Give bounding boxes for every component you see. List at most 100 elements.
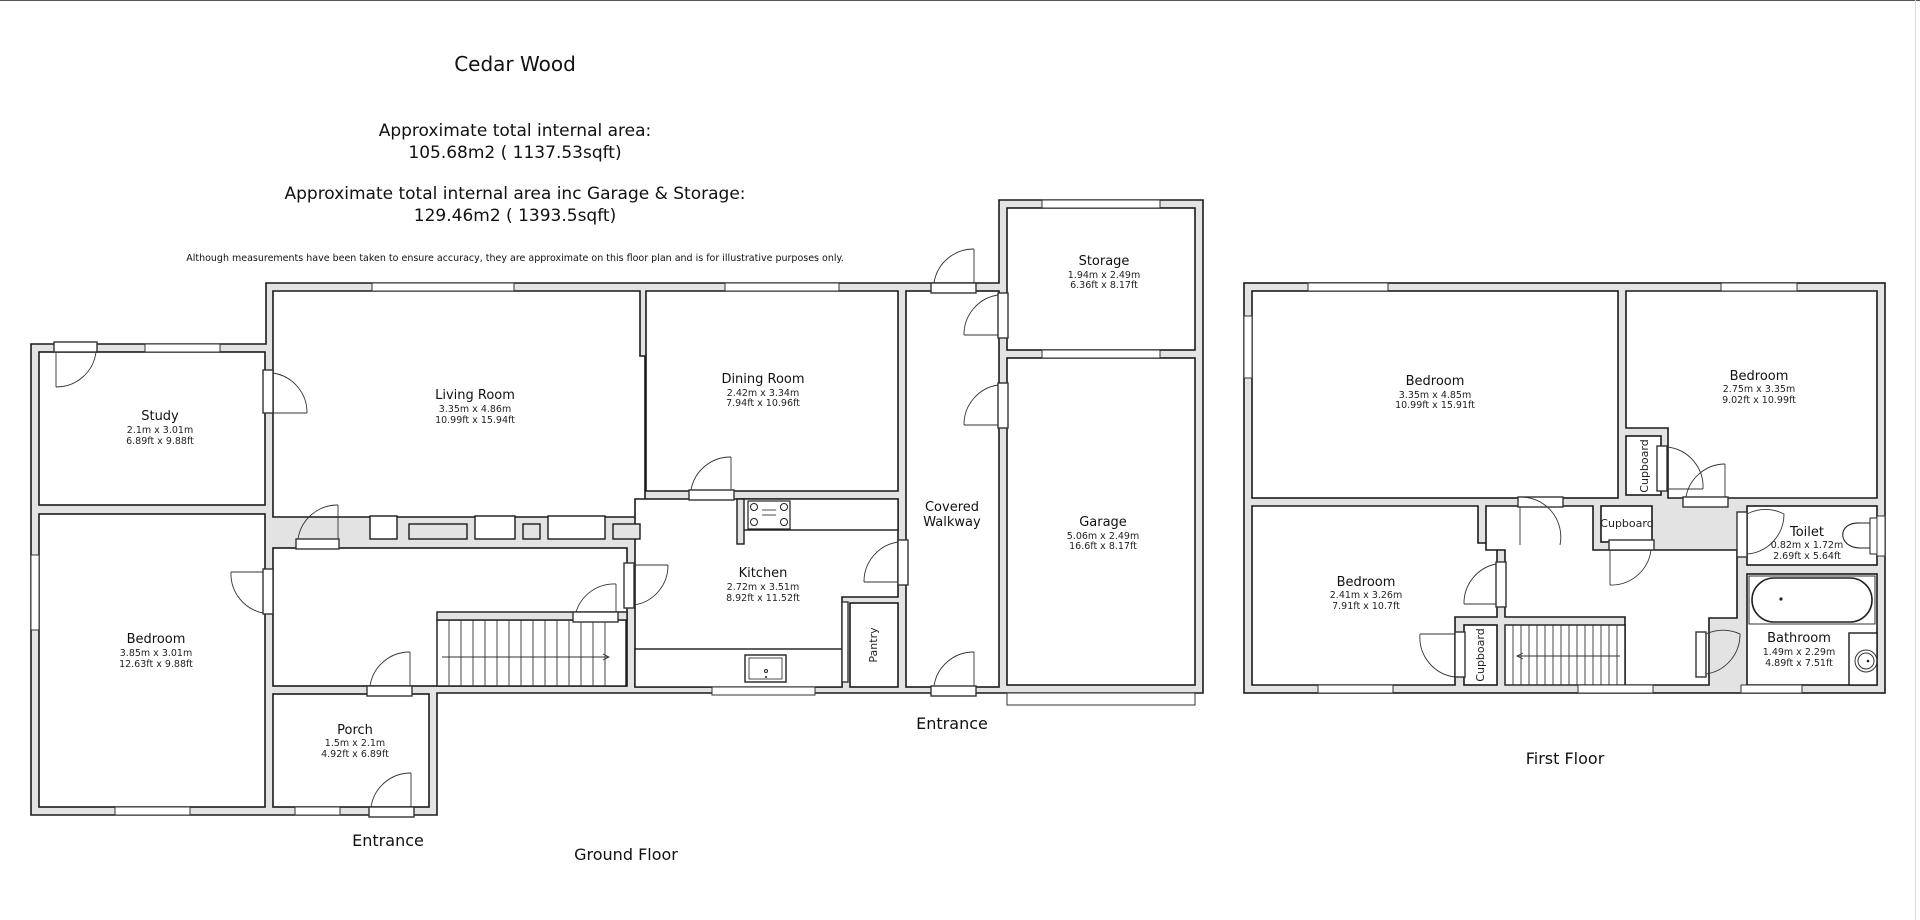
room-porch — [272, 693, 430, 808]
svg-text:12.63ft x 9.88ft: 12.63ft x 9.88ft — [119, 659, 193, 670]
right-border — [1915, 0, 1916, 920]
room-label-kitchen: Kitchen 2.72m x 3.51m 8.92ft x 11.52ft — [726, 566, 800, 604]
room-label-porch: Porch 1.5m x 2.1m 4.92ft x 6.89ft — [321, 723, 389, 760]
svg-text:1.94m x 2.49m: 1.94m x 2.49m — [1068, 270, 1140, 281]
svg-text:2.1m x 3.01m: 2.1m x 3.01m — [127, 425, 193, 436]
room-cupboard-vertical — [1625, 435, 1662, 496]
room-label-bedroom-ground: Bedroom 3.85m x 3.01m 12.63ft x 9.88ft — [119, 632, 193, 670]
svg-text:0.82m x 1.72m: 0.82m x 1.72m — [1771, 540, 1843, 551]
svg-text:1.49m x 2.29m: 1.49m x 2.29m — [1763, 647, 1835, 658]
first-floor-windows — [1243, 282, 1886, 694]
first-floor-doors — [1419, 445, 1785, 678]
svg-text:6.89ft x 9.88ft: 6.89ft x 9.88ft — [126, 436, 194, 447]
svg-text:7.94ft x 10.96ft: 7.94ft x 10.96ft — [726, 398, 800, 409]
room-pantry — [849, 602, 899, 688]
svg-text:Bedroom: Bedroom — [127, 632, 186, 647]
total-area-inc-label: Approximate total internal area inc Gara… — [284, 184, 746, 204]
svg-text:Living Room: Living Room — [435, 388, 515, 403]
svg-text:2.42m x 3.34m: 2.42m x 3.34m — [727, 388, 799, 399]
room-label-toilet: Toilet 0.82m x 1.72m 2.69ft x 5.64ft — [1771, 525, 1843, 562]
room-cupboard-landing — [1600, 505, 1653, 543]
svg-text:Bedroom: Bedroom — [1406, 374, 1465, 389]
svg-text:Dining Room: Dining Room — [721, 372, 804, 387]
svg-text:3.35m x 4.86m: 3.35m x 4.86m — [439, 404, 511, 415]
svg-text:Covered: Covered — [925, 500, 979, 515]
ground-floor-doors — [53, 248, 1009, 818]
room-cupboard-bedroom3 — [1463, 624, 1498, 686]
room-study — [38, 351, 266, 506]
room-label-bathroom: Bathroom 1.49m x 2.29m 4.89ft x 7.51ft — [1763, 631, 1835, 669]
pantry-door — [841, 601, 849, 683]
total-area-label: Approximate total internal area: — [378, 121, 652, 141]
room-label-bedroom-2: Bedroom 2.75m x 3.35m 9.02ft x 10.99ft — [1722, 369, 1796, 406]
living-room-units — [369, 515, 641, 540]
room-label-pantry: Pantry — [867, 627, 880, 663]
bathtub-icon — [1748, 575, 1876, 625]
room-covered-walkway — [905, 290, 1000, 688]
svg-text:Study: Study — [141, 409, 179, 424]
svg-text:8.92ft x 11.52ft: 8.92ft x 11.52ft — [726, 593, 800, 604]
svg-text:2.75m x 3.35m: 2.75m x 3.35m — [1723, 384, 1795, 395]
total-area-inc-value: 129.46m2 ( 1393.5sqft) — [413, 206, 617, 226]
svg-text:10.99ft x 15.91ft: 10.99ft x 15.91ft — [1395, 400, 1475, 411]
disclaimer: Although measurements have been taken to… — [186, 253, 844, 264]
total-area-value: 105.68m2 ( 1137.53sqft) — [408, 143, 622, 163]
svg-text:Porch: Porch — [337, 723, 373, 738]
first-floor-label: First Floor — [1526, 749, 1605, 768]
ground-floor-staircase-icon — [436, 611, 628, 687]
svg-text:4.92ft x 6.89ft: 4.92ft x 6.89ft — [321, 749, 389, 760]
room-landing — [1485, 505, 1738, 686]
svg-text:9.02ft x 10.99ft: 9.02ft x 10.99ft — [1722, 395, 1796, 406]
room-label-study: Study 2.1m x 3.01m 6.89ft x 9.88ft — [126, 409, 194, 447]
svg-text:4.89ft x 7.51ft: 4.89ft x 7.51ft — [1765, 658, 1833, 669]
room-label-cupboard-landing: Cupboard — [1600, 517, 1653, 530]
svg-text:Walkway: Walkway — [923, 515, 981, 530]
room-label-cupboard-bedroom3: Cupboard — [1474, 628, 1487, 681]
total-area-inc-garage: Approximate total internal area inc Gara… — [265, 183, 765, 227]
room-label-cupboard-vertical: Cupboard — [1638, 439, 1651, 492]
svg-text:2.69ft x 5.64ft: 2.69ft x 5.64ft — [1773, 551, 1841, 562]
svg-text:Toilet: Toilet — [1789, 525, 1824, 540]
room-label-dining: Dining Room 2.42m x 3.34m 7.94ft x 10.96… — [721, 372, 804, 409]
svg-text:2.41m x 3.26m: 2.41m x 3.26m — [1330, 590, 1402, 601]
sink-icon — [744, 654, 787, 683]
hob-icon — [747, 500, 791, 530]
svg-text:3.35m x 4.85m: 3.35m x 4.85m — [1399, 390, 1471, 401]
room-bedroom-2 — [1625, 290, 1878, 499]
ground-floor-label: Ground Floor — [574, 845, 678, 864]
svg-text:5.06m x 2.49m: 5.06m x 2.49m — [1067, 531, 1139, 542]
svg-text:Bedroom: Bedroom — [1337, 575, 1396, 590]
first-floor-staircase-icon — [1504, 624, 1626, 686]
svg-text:2.72m x 3.51m: 2.72m x 3.51m — [727, 582, 799, 593]
room-garage — [1006, 357, 1196, 686]
room-label-storage: Storage 1.94m x 2.49m 6.36ft x 8.17ft — [1068, 254, 1140, 291]
svg-text:Bathroom: Bathroom — [1767, 631, 1831, 646]
property-title: Cedar Wood — [454, 52, 576, 76]
basin-icon — [1848, 632, 1878, 686]
ground-floor-plan: Study 2.1m x 3.01m 6.89ft x 9.88ft Livin… — [30, 199, 1204, 864]
total-area: Approximate total internal area: 105.68m… — [315, 120, 715, 164]
svg-text:6.36ft x 8.17ft: 6.36ft x 8.17ft — [1070, 280, 1138, 291]
room-label-bedroom-3: Bedroom 2.41m x 3.26m 7.91ft x 10.7ft — [1330, 575, 1402, 612]
svg-text:7.91ft x 10.7ft: 7.91ft x 10.7ft — [1332, 601, 1400, 612]
svg-text:1.5m x 2.1m: 1.5m x 2.1m — [325, 738, 385, 749]
room-living — [272, 290, 646, 518]
wc-icon — [1842, 517, 1878, 555]
entrance-label-porch: Entrance — [352, 831, 424, 850]
svg-text:3.85m x 3.01m: 3.85m x 3.01m — [120, 648, 192, 659]
room-label-covered-walkway: Covered Walkway — [923, 500, 981, 530]
ground-floor-windows — [30, 199, 1196, 816]
room-label-garage: Garage 5.06m x 2.49m 16.6ft x 8.17ft — [1067, 515, 1139, 552]
room-label-living: Living Room 3.35m x 4.86m 10.99ft x 15.9… — [435, 388, 515, 426]
entrance-label-walkway: Entrance — [916, 714, 988, 733]
room-bedroom-1 — [1251, 290, 1619, 499]
kitchen-worktop-bottom — [634, 648, 843, 688]
kitchen-stub-wall — [736, 498, 745, 545]
svg-text:Kitchen: Kitchen — [739, 566, 788, 581]
svg-text:16.6ft x 8.17ft: 16.6ft x 8.17ft — [1069, 541, 1137, 552]
top-border — [0, 0, 1920, 1]
svg-text:Garage: Garage — [1079, 515, 1127, 530]
first-floor-plan: Bedroom 3.35m x 4.85m 10.99ft x 15.91ft … — [1243, 282, 1886, 768]
room-label-bedroom-1: Bedroom 3.35m x 4.85m 10.99ft x 15.91ft — [1395, 374, 1475, 411]
